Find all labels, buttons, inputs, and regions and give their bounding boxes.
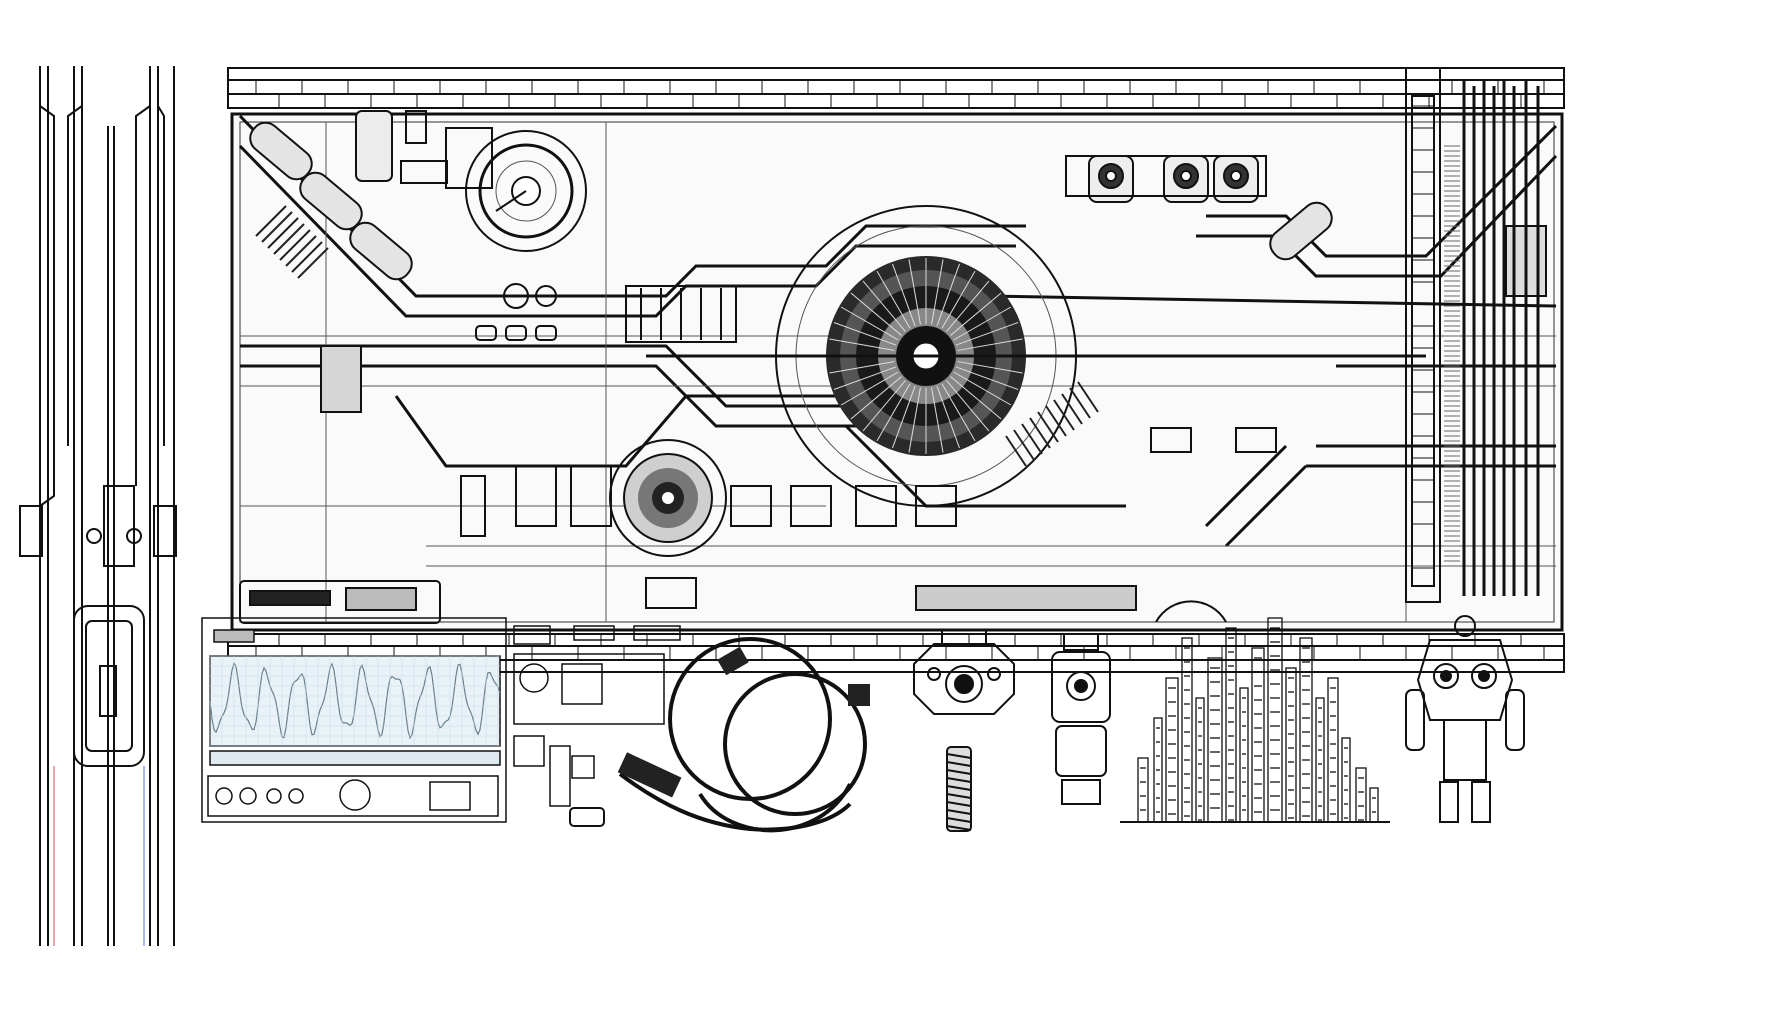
vent-grille-icon <box>1405 67 1540 603</box>
robot-head-part <box>1046 630 1116 810</box>
skyline-icon <box>1120 617 1390 823</box>
equipment-strip <box>239 577 1227 624</box>
capsule-pipe <box>249 121 1333 281</box>
coiled-cable <box>580 624 900 844</box>
cartridge-bank <box>625 285 737 343</box>
turbine-icon <box>609 439 727 557</box>
plug-part <box>568 806 608 830</box>
blueprint-diagram <box>227 67 1565 673</box>
spring-part <box>944 744 974 834</box>
mech-suit <box>1400 610 1530 830</box>
skyline-sketch <box>1120 608 1390 828</box>
robot-head-icon <box>1051 633 1111 805</box>
spring-icon <box>946 746 972 832</box>
reactor-core-icon <box>646 205 1426 507</box>
mech-suit-icon <box>1405 615 1525 823</box>
oscilloscope-icon <box>209 655 501 747</box>
bracket-module <box>904 624 1024 728</box>
module-row <box>1065 155 1267 203</box>
cable-rack-right <box>1404 66 1544 606</box>
pipe-cluster-icon <box>19 66 177 946</box>
control-console <box>200 616 720 826</box>
pipe-cluster-left <box>14 66 184 956</box>
dial-gauge <box>465 130 587 252</box>
control-panel-icon <box>201 617 681 823</box>
bracket-module-icon <box>913 629 1015 715</box>
top-rail <box>227 67 1565 109</box>
blueprint-panel <box>226 66 1566 676</box>
coiled-cable-icon <box>617 637 870 833</box>
